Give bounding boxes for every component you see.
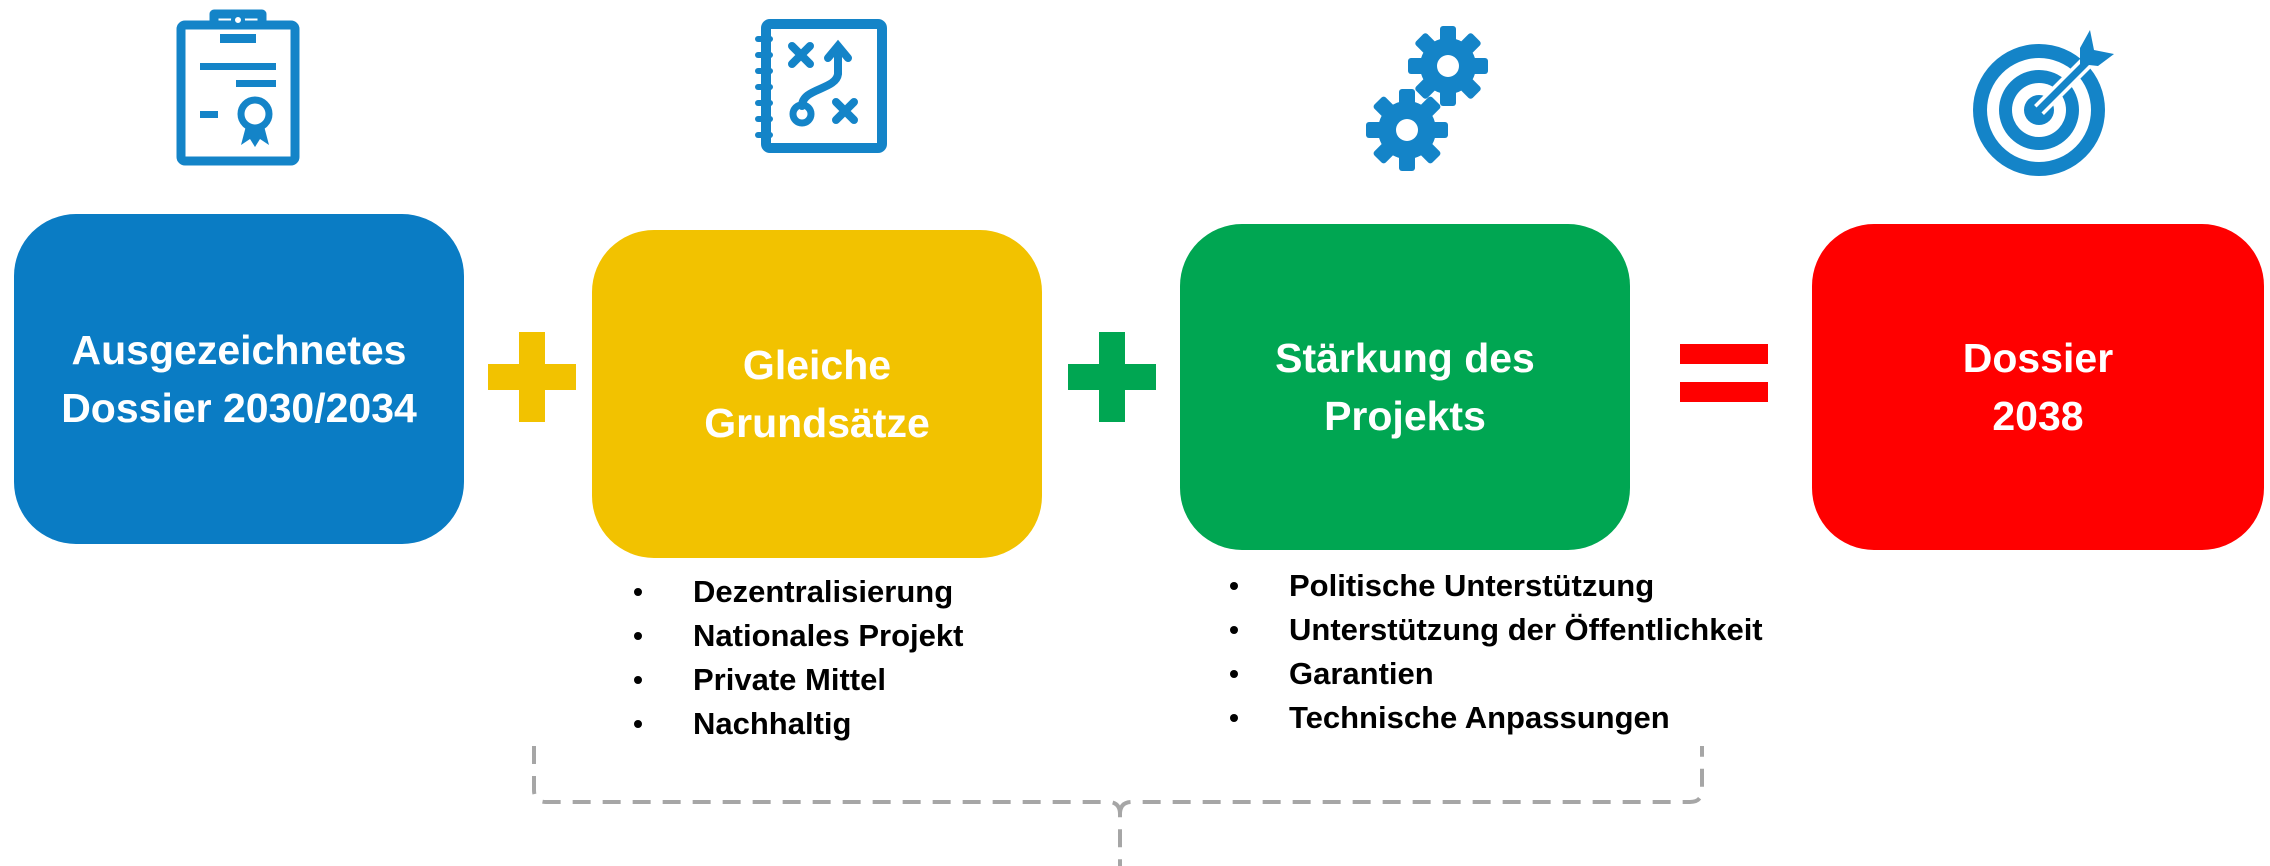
box-dossier-2038-line1: Dossier xyxy=(1962,335,2114,381)
list-item: Technische Anpassungen xyxy=(1224,696,1763,740)
gears-icon xyxy=(1362,18,1502,176)
box-dossier-2038-line2: 2038 xyxy=(1992,393,2084,439)
strengthening-bullet-list: Politische Unterstützung Unterstützung d… xyxy=(1224,564,1763,740)
plus-sign-green xyxy=(1068,332,1156,422)
box-dossier-2030-2034: Ausgezeichnetes Dossier 2030/2034 xyxy=(14,214,464,544)
box-dossier-2030-2034-line2: Dossier 2030/2034 xyxy=(61,385,417,431)
target-icon xyxy=(1964,26,2120,184)
equals-sign-red xyxy=(1680,344,1768,402)
plus-sign-yellow xyxy=(488,332,576,422)
list-item: Politische Unterstützung xyxy=(1224,564,1763,608)
box-staerkung-des-projekts: Stärkung des Projekts xyxy=(1180,224,1630,550)
box-dossier-2038: Dossier 2038 xyxy=(1812,224,2264,550)
box-gleiche-grundsaetze-line1: Gleiche xyxy=(742,342,892,388)
list-item: Dezentralisierung xyxy=(628,570,963,614)
list-item: Private Mittel xyxy=(628,658,963,702)
list-item: Garantien xyxy=(1224,652,1763,696)
strategy-plan-icon xyxy=(752,18,888,154)
principles-bullet-list: Dezentralisierung Nationales Projekt Pri… xyxy=(628,570,963,746)
certificate-icon xyxy=(176,8,300,166)
box-dossier-2030-2034-line1: Ausgezeichnetes xyxy=(71,327,407,373)
list-item: Nationales Projekt xyxy=(628,614,963,658)
list-item: Nachhaltig xyxy=(628,702,963,746)
box-staerkung-des-projekts-line2: Projekts xyxy=(1324,393,1486,439)
box-gleiche-grundsaetze-line2: Grundsätze xyxy=(704,400,930,446)
list-item: Unterstützung der Öffentlichkeit xyxy=(1224,608,1763,652)
box-gleiche-grundsaetze: Gleiche Grundsätze xyxy=(592,230,1042,558)
box-staerkung-des-projekts-line1: Stärkung des xyxy=(1275,335,1535,381)
